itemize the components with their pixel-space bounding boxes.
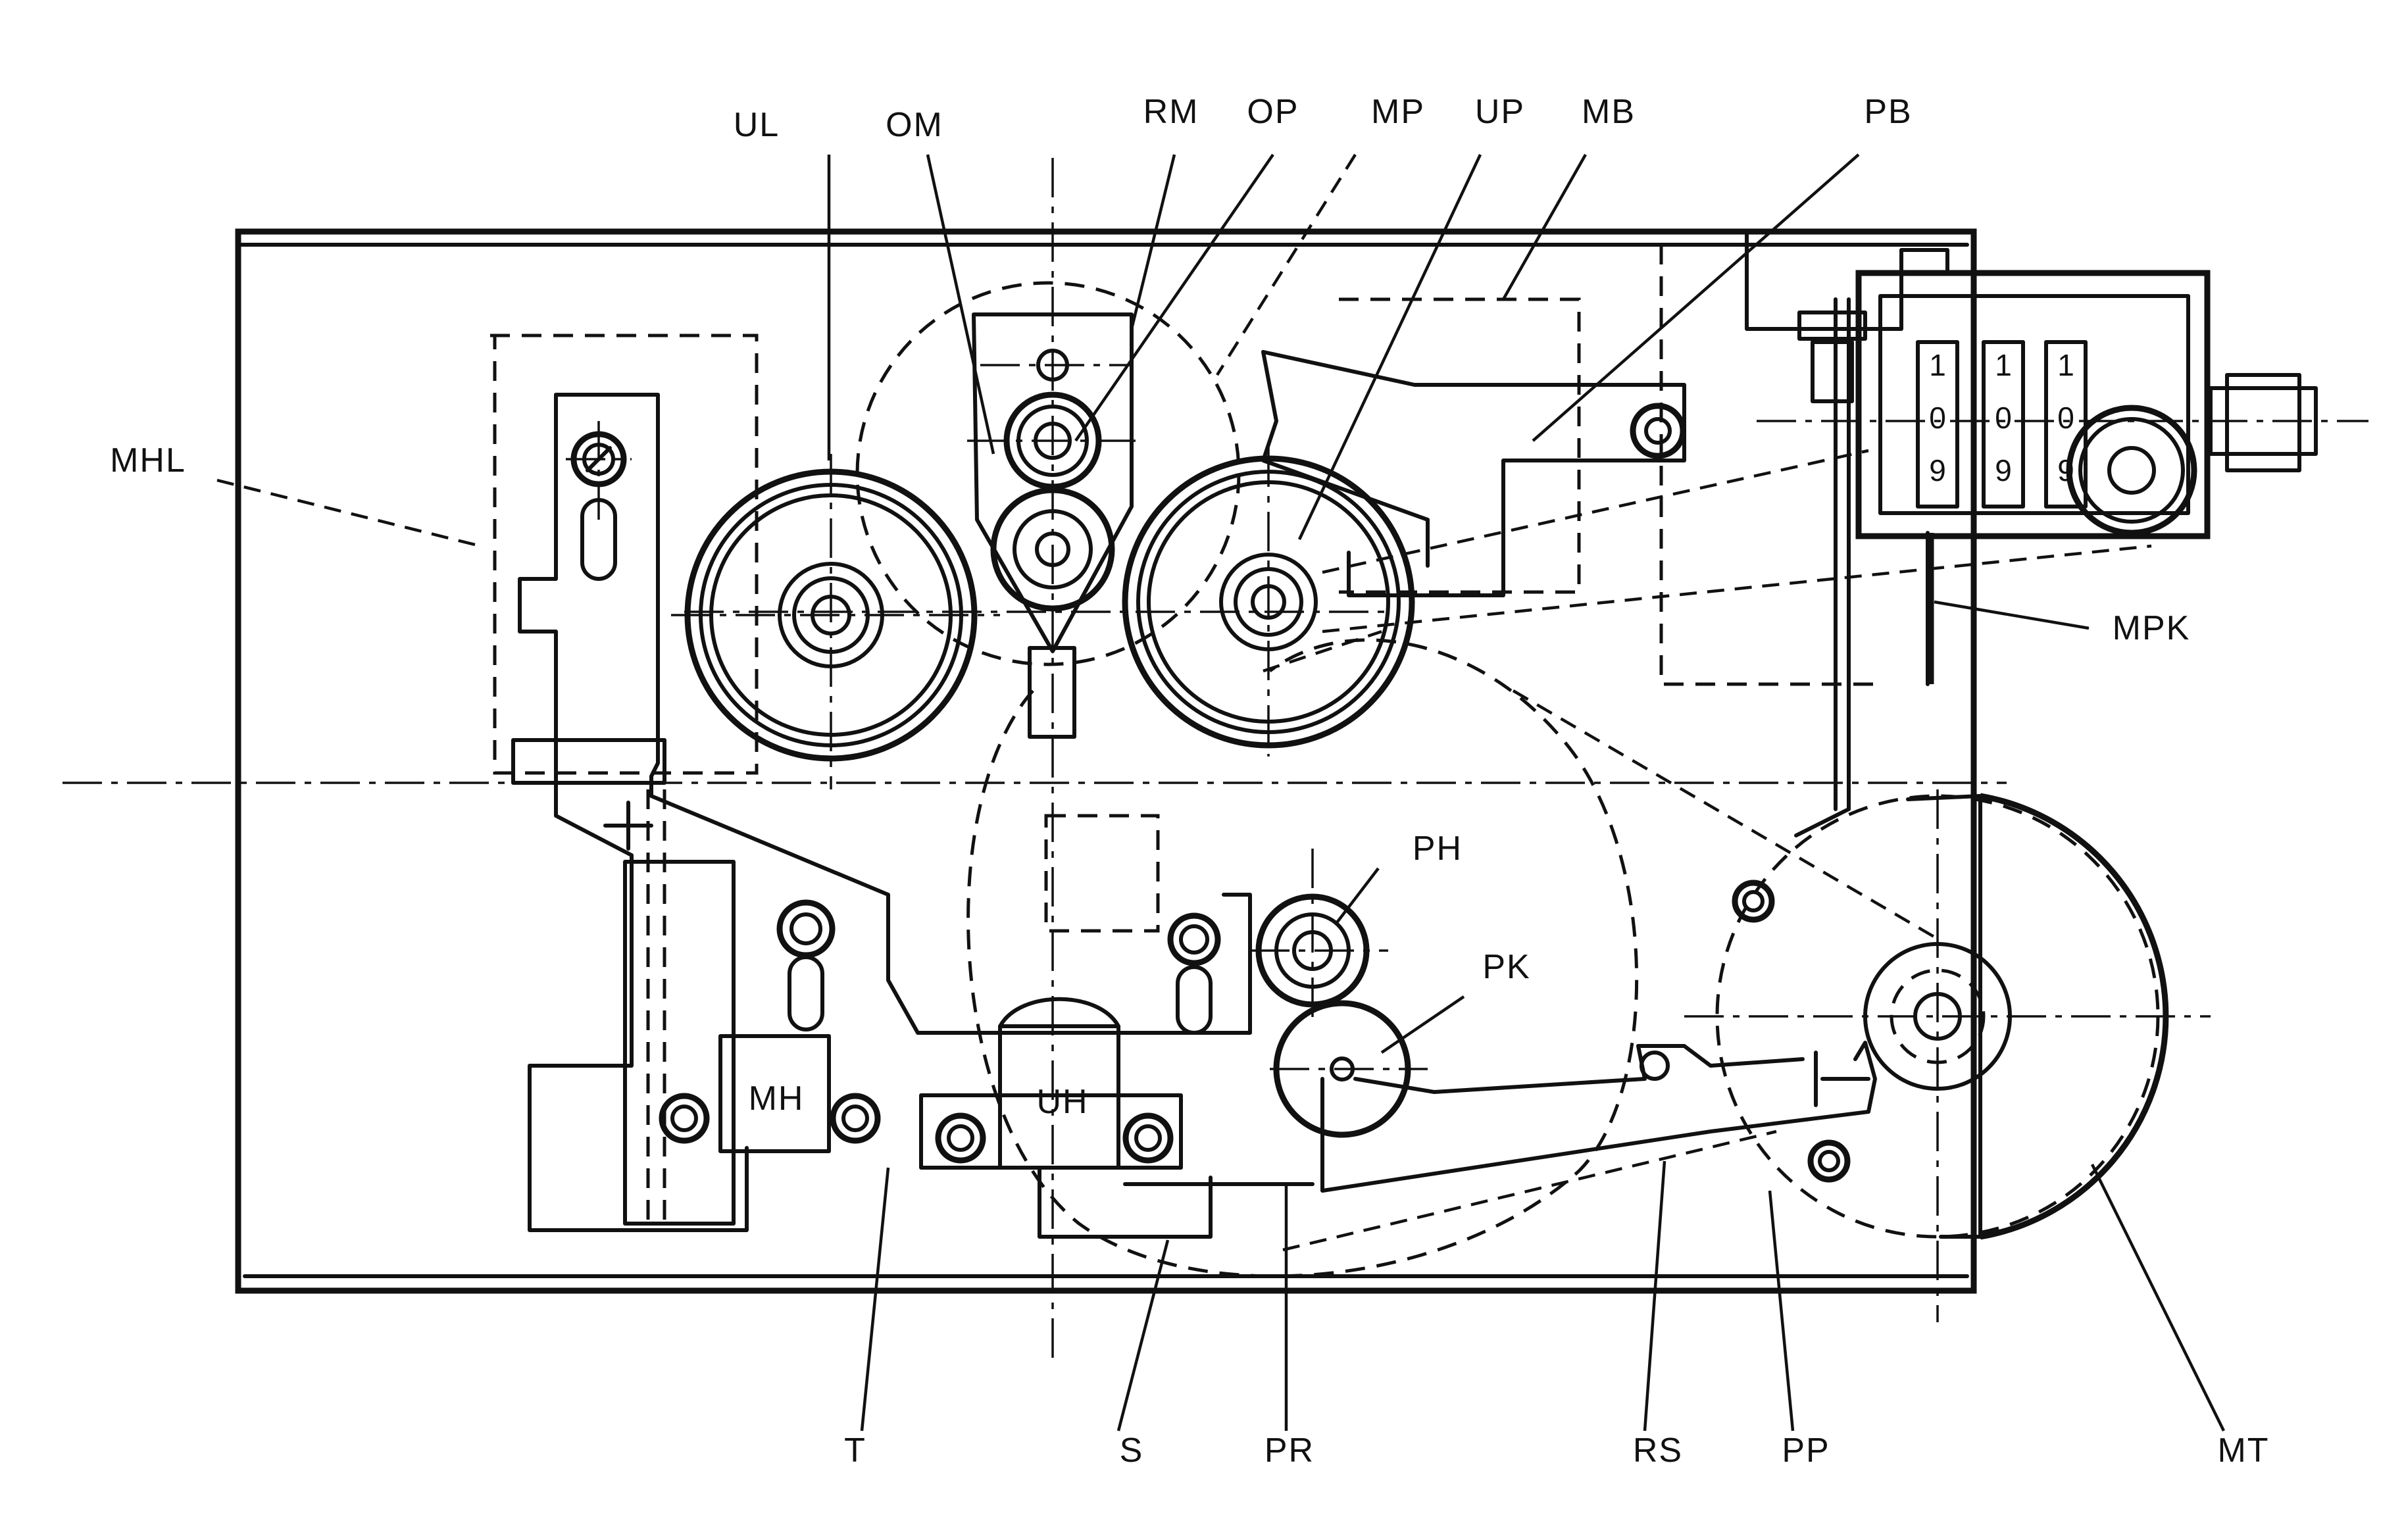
- label-rs: RS: [1633, 1431, 1683, 1470]
- label-mp: MP: [1371, 93, 1425, 131]
- counter-digit: 1: [2057, 348, 2074, 382]
- label-pk: PK: [1482, 948, 1530, 986]
- label-up: UP: [1475, 93, 1525, 131]
- counter-digit: 9: [1995, 453, 2012, 487]
- pressure-arm: [1250, 849, 1877, 1193]
- counter-digit: 1: [1929, 348, 1946, 382]
- counter-digits: 1 0 9 1 0 9 1 0 9: [1929, 348, 2074, 487]
- label-mhl: MHL: [110, 441, 186, 480]
- counter-digit: 1: [1995, 348, 2012, 382]
- label-mpk: MPK: [2113, 609, 2191, 647]
- supply-reel-ul: [671, 454, 1000, 789]
- counter-unit: [1745, 232, 2318, 837]
- label-pr: PR: [1265, 1431, 1315, 1470]
- label-s: S: [1120, 1431, 1144, 1470]
- motor-mt: [1863, 793, 2169, 1240]
- label-op: OP: [1247, 93, 1299, 131]
- labels: UL OM RM OP MP UP MB PB MHL MPK PH PK MH…: [110, 93, 2269, 1470]
- counter-digit: 0: [1995, 401, 2012, 435]
- label-om: OM: [886, 106, 943, 144]
- label-mh: MH: [749, 1080, 805, 1118]
- label-rm: RM: [1143, 93, 1199, 131]
- label-ph: PH: [1413, 830, 1463, 868]
- label-t: T: [844, 1431, 866, 1470]
- label-mt: MT: [2217, 1431, 2269, 1470]
- label-ul: UL: [734, 106, 780, 144]
- counter-digit: 0: [2057, 401, 2074, 435]
- label-uh: UH: [1036, 1083, 1088, 1121]
- pinch-roller-assembly: [967, 312, 1145, 739]
- label-pp: PP: [1782, 1431, 1830, 1470]
- counter-digit: 9: [1929, 453, 1946, 487]
- label-pb: PB: [1864, 93, 1912, 131]
- takeup-reel-up: [1122, 447, 1415, 757]
- centre-lines: [63, 158, 2368, 1362]
- screws: [659, 880, 1851, 1183]
- counter-digit: 9: [2057, 453, 2074, 487]
- counter-digit: 0: [1929, 401, 1946, 435]
- head-mount: [718, 814, 1315, 1239]
- head-holder-mhl: [490, 334, 1252, 1232]
- label-mb: MB: [1582, 93, 1636, 131]
- leader-lines: [216, 153, 2226, 1431]
- bracket-mb: [1261, 243, 1977, 686]
